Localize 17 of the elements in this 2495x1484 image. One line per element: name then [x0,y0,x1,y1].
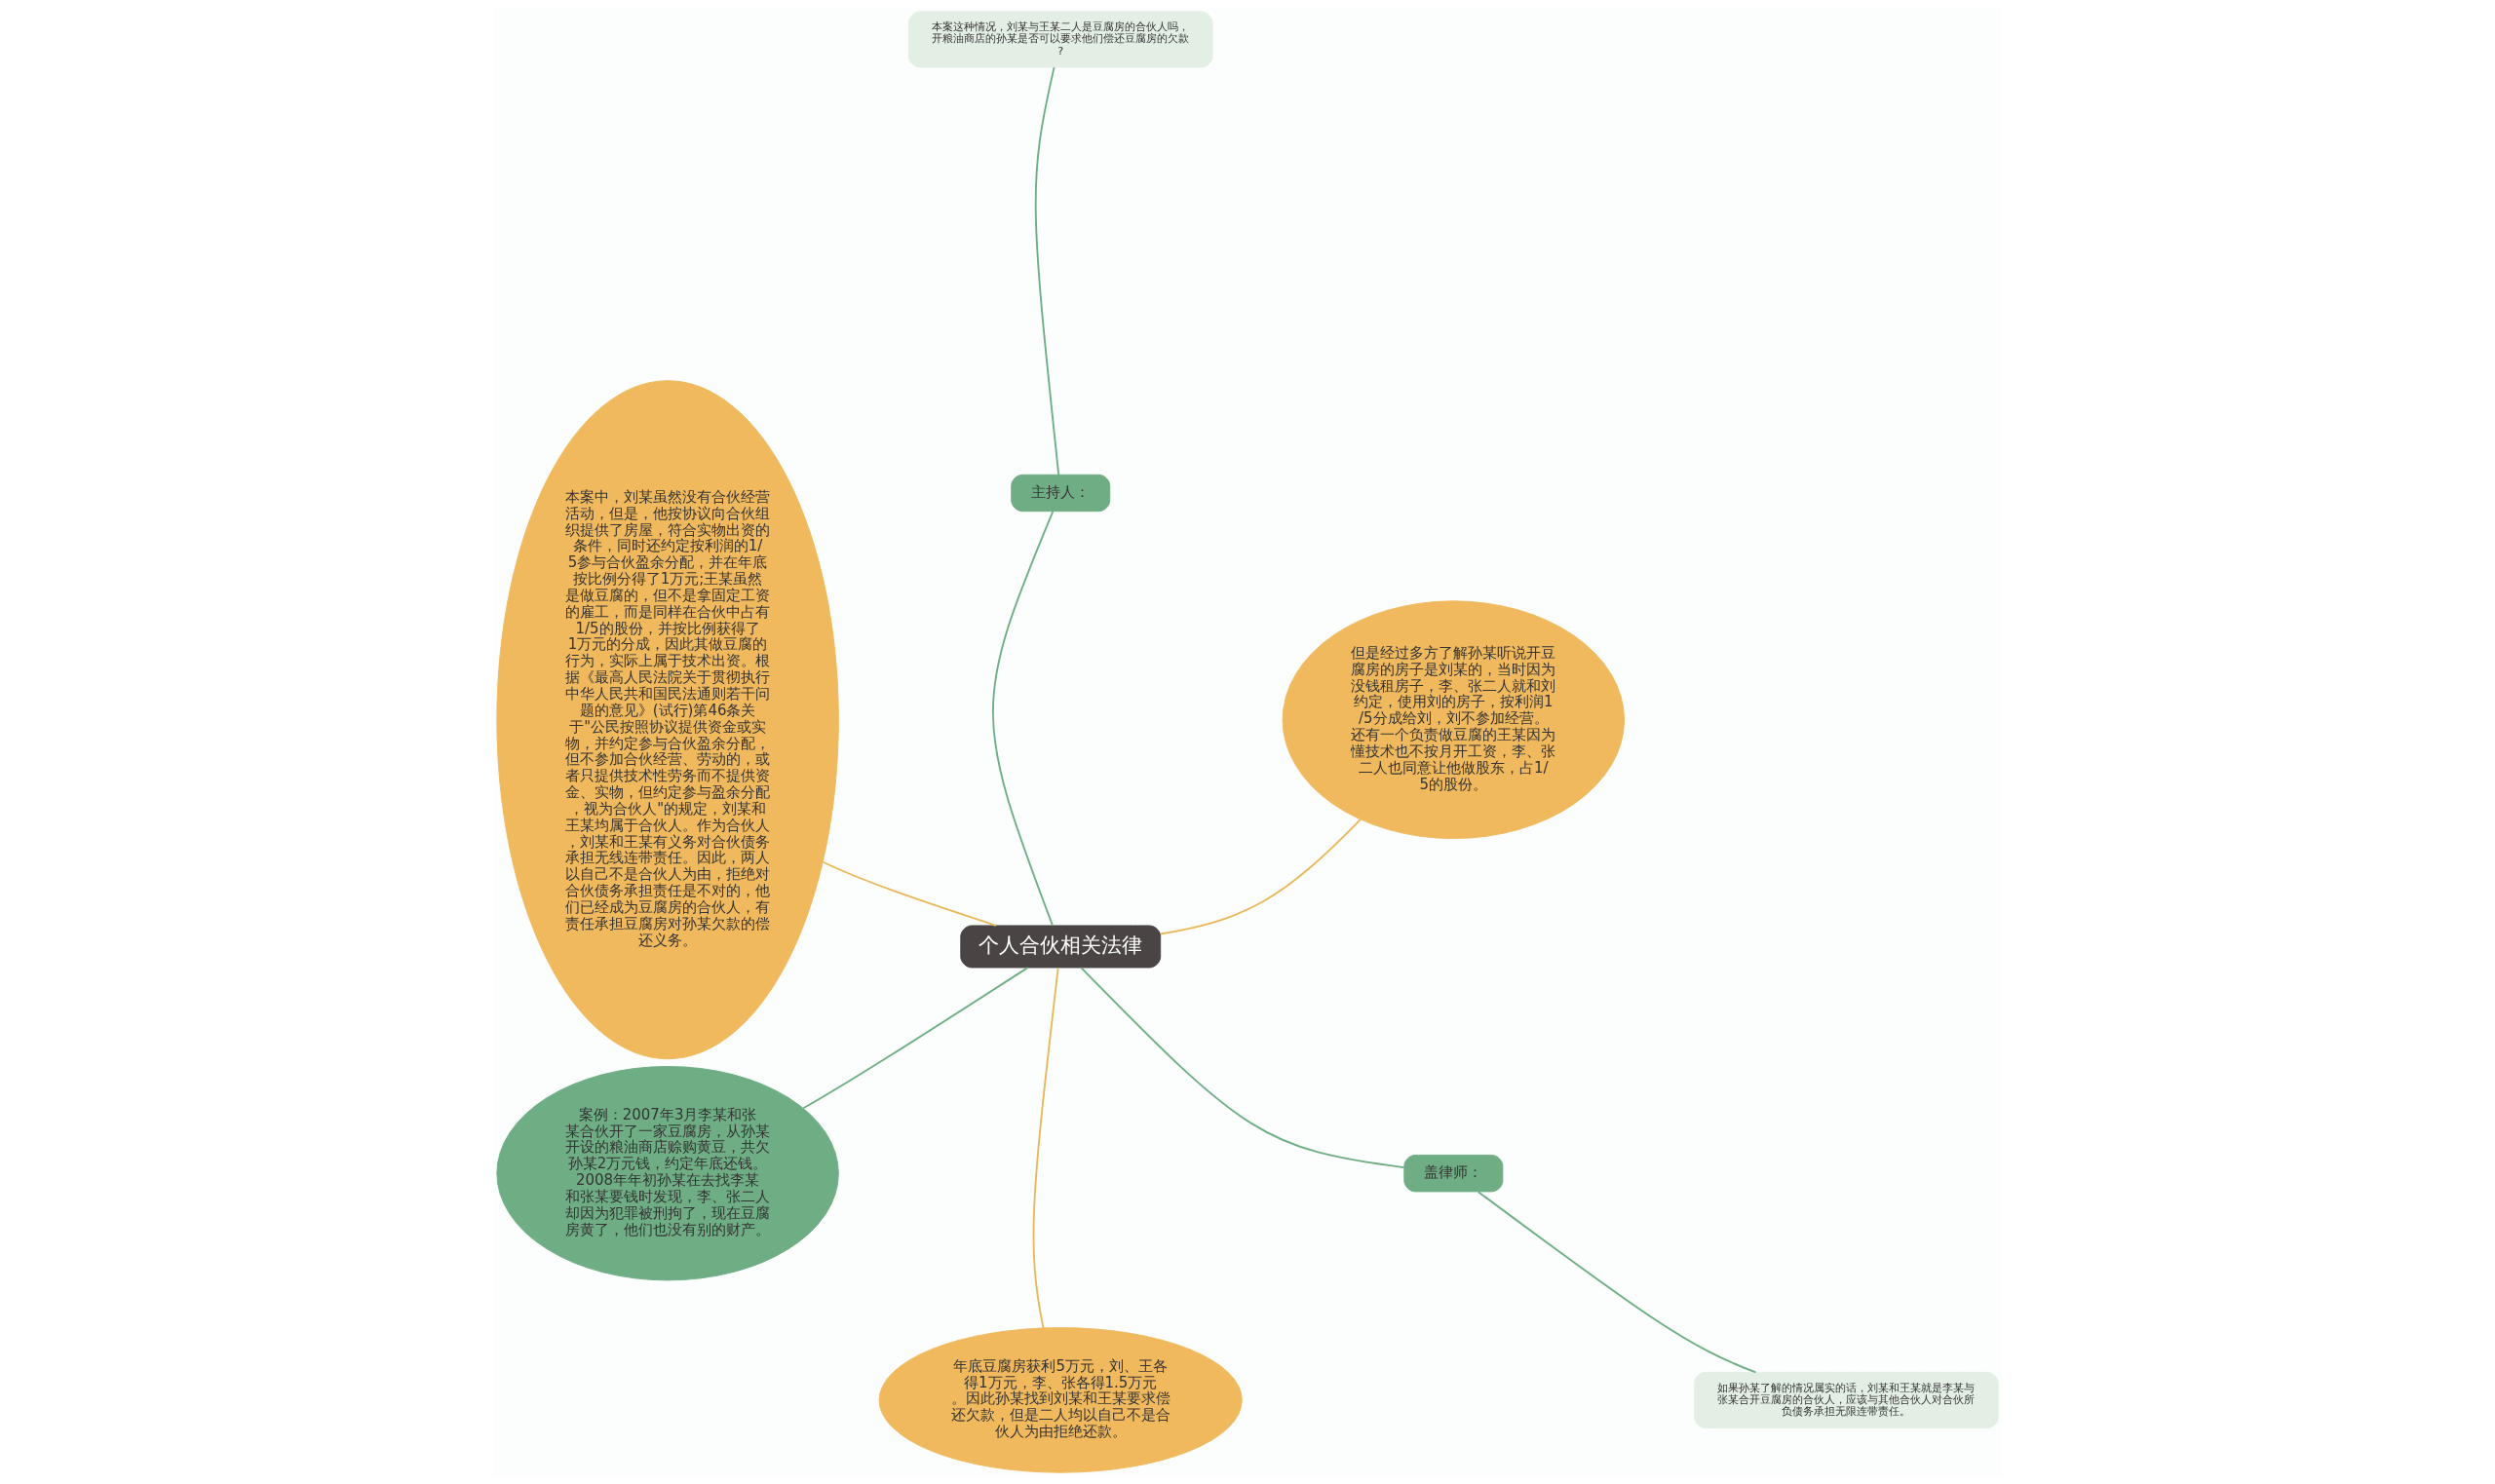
node-box: 个人合伙相关法律 [960,925,1162,969]
connector [802,967,1029,1110]
connector [991,511,1055,927]
connector [822,860,997,927]
node-box: 如果孙某了解的情况属实的话，刘某和王某就是李某与张某合开豆腐房的合伙人，应该与其他合伙人对合伙所负债务承担无限连带责任。 [1694,1371,1999,1428]
connector [1080,967,1405,1168]
node-box: 主持人： [1011,474,1111,513]
connector [1032,967,1059,1329]
node-ellipse: 但是经过多方了解孙某听说开豆腐房的房子是刘某的，当时因为没钱租房子，李、张二人就和刘约定，使用刘的房子，按利润1/5分成给刘，刘不参加经营。还有一个负责做豆腐的王某因为懂技术也不按月开工资，李、张二人也同意让他做股东，占1/5的股份。 [1282,600,1626,840]
node-ellipse: 案例：2007年3月李某和张某合伙开了一家豆腐房，从孙某开设的粮油商店赊购黄豆，共欠孙某2万元钱，约定年底还钱。2008年年初孙某在去找李某和张某要钱时发现，李、张二人却因为犯罪被刑拘了，现在豆腐房黄了，他们也没有别的财产。 [496,1065,839,1281]
node-box: 本案这种情况，刘某与王某二人是豆腐房的合伙人吗，开粮油商店的孙某是否可以要求他们偿还豆腐房的欠款? [907,11,1213,68]
node-ellipse: 本案中，刘某虽然没有合伙经营活动，但是，他按协议向合伙组织提供了房屋，符合实物出资的条件，同时还约定按利润的1/5参与合伙盈余分配，并在年底按比例分得了1万元;王某虽然是做豆腐的，但不是拿固定工资的雇工，而是同样在合伙中占有1/5的股份，并按比例获得了1万元的分成，因此其做豆腐的行为，实际上属于技术出资。根据《最高人民法院关于贯彻执行中华人民共和国民法通则若干问题的意见》(试行)第46条关于"公民按照协议提供资金或实物，并约定参与合伙盈余分配，但不参加合伙经营、劳动的，或者只提供技术性劳务而不提供资金、实物，但约定参与盈余分配，视为合伙人"的规定，刘某和王某均属于合伙人。作为合伙人，刘某和王某有义务对合伙债务承担无线连带责任。因此，两人以自己不是合伙人为由，拒绝对合伙债务承担责任是不对的，他们已经成为豆腐房的合伙人，有责任承担豆腐房对孙某欠款的偿还义务。 [496,380,839,1060]
connector [1034,66,1060,476]
connector [1477,1191,1757,1374]
node-ellipse: 年底豆腐房获利5万元，刘、王各得1万元，李、张各得1.5万元。因此孙某找到刘某和王某要求偿还欠款，但是二人均以自己不是合伙人为由拒绝还款。 [878,1327,1243,1473]
connector [1159,818,1362,935]
node-box: 盖律师： [1403,1155,1504,1193]
